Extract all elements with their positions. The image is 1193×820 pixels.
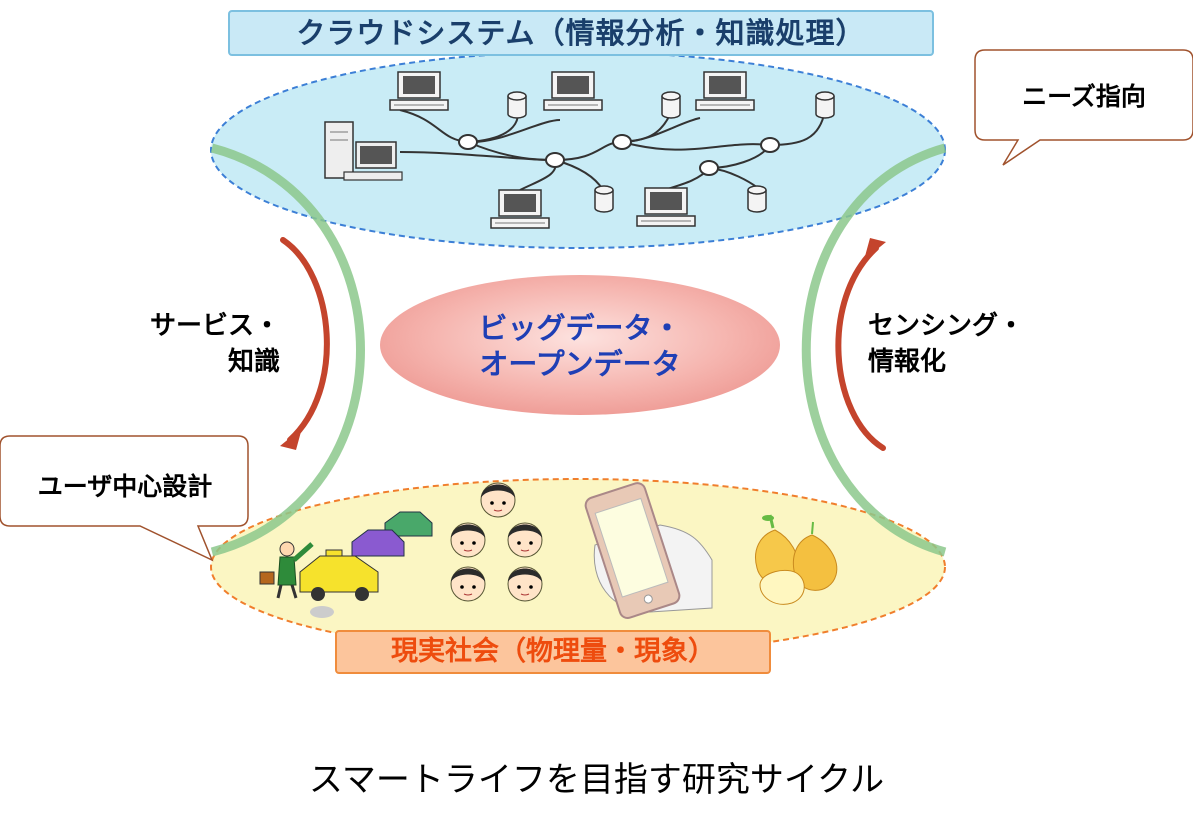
computer-icon <box>389 71 449 111</box>
network-nodes <box>458 134 780 176</box>
child-face-icon <box>507 566 543 602</box>
service-knowledge-label: サービス・ 知識 <box>100 308 280 380</box>
needs-callout <box>974 49 1193 166</box>
big-data-line2: オープンデータ <box>479 347 681 381</box>
cloud-system-title: クラウドシステム（情報分析・知識処理） <box>228 10 934 56</box>
child-face-icon <box>450 522 486 558</box>
computer-icon <box>543 71 603 111</box>
user-callout <box>0 435 249 562</box>
database-icon <box>661 91 681 119</box>
computer-icon <box>490 189 550 229</box>
real-world-title: 現実社会（物理量・現象） <box>335 630 771 674</box>
child-face-icon <box>480 482 516 518</box>
up-arrow-icon <box>835 238 886 451</box>
needs-oriented-label: ニーズ指向 <box>1022 82 1146 111</box>
smartphone-icon <box>584 482 713 619</box>
sensing-line2: 情報化 <box>868 347 947 377</box>
database-icon <box>815 91 835 119</box>
computer-icon <box>695 71 755 111</box>
pear-icon <box>755 514 838 605</box>
big-data-line1: ビッグデータ・ <box>478 311 682 345</box>
down-arrow-icon <box>280 237 330 450</box>
database-icon <box>507 91 527 119</box>
big-data-label: ビッグデータ・ オープンデータ <box>390 310 770 382</box>
taxi-car-icon <box>299 511 433 618</box>
server-tower-icon <box>324 121 403 181</box>
database-icon <box>594 185 614 213</box>
computer-icon <box>636 187 696 227</box>
businessman-icon <box>259 541 314 599</box>
sensing-informatization-label: センシング・ 情報化 <box>868 308 1088 380</box>
right-cycle-arc <box>801 143 947 557</box>
service-knowledge-line2: 知識 <box>227 347 280 377</box>
left-cycle-arc <box>210 143 365 557</box>
child-face-icon <box>507 522 543 558</box>
center-ellipse <box>380 275 780 415</box>
user-centered-design-label: ユーザ中心設計 <box>37 472 213 501</box>
figure-caption: スマートライフを目指す研究サイクル <box>308 760 885 800</box>
service-knowledge-line1: サービス・ <box>149 311 280 341</box>
database-icon <box>747 185 767 213</box>
sensing-line1: センシング・ <box>868 311 1025 341</box>
child-face-icon <box>450 566 486 602</box>
